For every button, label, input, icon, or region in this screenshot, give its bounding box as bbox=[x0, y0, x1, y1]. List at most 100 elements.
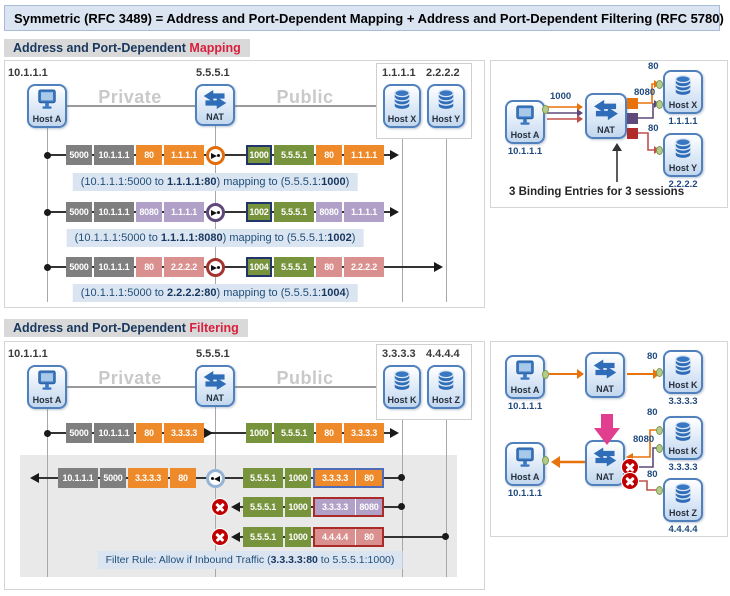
host-k-ip: 3.3.3.3 bbox=[668, 462, 698, 473]
packet-xlate-port: 1000 bbox=[246, 145, 272, 165]
packet-pub-ip: 5.5.5.1 bbox=[243, 497, 283, 517]
host-k-label: Host K bbox=[387, 395, 417, 405]
port-connector bbox=[656, 426, 663, 435]
host-a-label: Host A bbox=[510, 130, 540, 140]
host-k-port2-label: 8080 bbox=[633, 434, 655, 445]
host-y-ip: 2.2.2.2 bbox=[426, 67, 460, 79]
host-x-label: Host X bbox=[668, 100, 698, 110]
host-y-node: Host Y bbox=[427, 84, 465, 128]
filtering-header-highlight: Filtering bbox=[189, 321, 239, 335]
packet-src-port: 5000 bbox=[66, 202, 92, 222]
host-y-port1-label: 80 bbox=[648, 123, 659, 134]
inbound1-delivered-packet: 10.1.1.1 5000 3.3.3.3 80 bbox=[58, 468, 196, 488]
packet-pub-port: 1000 bbox=[285, 527, 311, 547]
host-a-node: Host A bbox=[505, 100, 545, 144]
flow1-translated-packet: 1000 5.5.5.1 80 1.1.1.1 bbox=[246, 145, 384, 165]
database-icon bbox=[673, 135, 693, 163]
port-connector bbox=[542, 456, 549, 465]
inbound2-arrowhead bbox=[231, 502, 240, 512]
x-circle-icon bbox=[212, 499, 228, 515]
packet-src-port: 5000 bbox=[66, 423, 92, 443]
flow2-outbound-packet: 5000 10.1.1.1 8080 1.1.1.1 bbox=[66, 202, 204, 222]
nat-label: NAT bbox=[597, 125, 615, 135]
host-z-ip: 4.4.4.4 bbox=[426, 348, 460, 360]
packet-src-port: 5000 bbox=[66, 145, 92, 165]
packet-dst-ip: 2.2.2.2 bbox=[164, 257, 204, 277]
monitor-icon bbox=[35, 86, 59, 114]
packet-src-ip: 10.1.1.1 bbox=[94, 257, 134, 277]
packet-dst-ip: 3.3.3.3 bbox=[344, 423, 384, 443]
x-circle-icon bbox=[212, 529, 228, 545]
flow3-outbound-packet: 5000 10.1.1.1 80 2.2.2.2 bbox=[66, 257, 204, 277]
host-a-label: Host A bbox=[510, 472, 540, 482]
packet-src-port: 80 bbox=[356, 529, 382, 545]
inbound2-origin-dot bbox=[398, 503, 405, 510]
host-a-node: Host A bbox=[27, 365, 67, 409]
host-x-port1-label: 80 bbox=[648, 61, 659, 72]
packet-dst-port: 8080 bbox=[136, 202, 162, 222]
filtering-section-header: Address and Port-Dependent Filtering bbox=[4, 319, 248, 337]
port-connector bbox=[656, 146, 663, 155]
packet-pub-ip: 5.5.5.1 bbox=[243, 468, 283, 488]
database-icon bbox=[673, 480, 693, 508]
flow2-translated-packet: 1002 5.5.5.1 8080 1.1.1.1 bbox=[246, 202, 384, 222]
host-y-lifeline bbox=[446, 128, 447, 302]
packet-src-ip: 10.1.1.1 bbox=[94, 202, 134, 222]
host-k-lifeline bbox=[402, 409, 403, 577]
binding-entry-red bbox=[627, 128, 638, 139]
host-k-ip: 3.3.3.3 bbox=[668, 396, 698, 407]
x-circle-icon bbox=[622, 459, 638, 475]
port-connector bbox=[542, 370, 549, 379]
host-k-node: Host K bbox=[663, 350, 703, 394]
outbound-arrowhead bbox=[390, 428, 399, 438]
packet-xlate-port: 1002 bbox=[246, 202, 272, 222]
nat-arrows-icon bbox=[202, 86, 228, 112]
public-zone-label: Public bbox=[276, 87, 334, 107]
binding-entry-purple bbox=[627, 113, 638, 124]
flow2-caption: (10.1.1.1:5000 to 1.1.1.1:8080) mapping … bbox=[66, 229, 364, 247]
host-a-label: Host A bbox=[32, 395, 62, 405]
flow1-caption: (10.1.1.1:5000 to 1.1.1.1:80) mapping to… bbox=[72, 173, 358, 191]
host-x-ip: 1.1.1.1 bbox=[668, 116, 698, 127]
host-k-port1-label: 80 bbox=[647, 407, 658, 418]
host-k-label: Host K bbox=[668, 446, 698, 456]
packet-dst-ip: 1.1.1.1 bbox=[164, 202, 204, 222]
nat-node: NAT bbox=[195, 365, 235, 407]
monitor-icon bbox=[513, 102, 537, 130]
nat-node: NAT bbox=[585, 352, 625, 398]
host-a-lifeline bbox=[47, 409, 48, 577]
host-z-label: Host Z bbox=[669, 508, 697, 518]
packet-src-ip: 10.1.1.1 bbox=[94, 145, 134, 165]
host-y-label: Host Y bbox=[668, 163, 698, 173]
host-k-node: Host K bbox=[663, 416, 703, 460]
private-zone-label: Private bbox=[98, 87, 162, 107]
nat-arrows-icon bbox=[592, 442, 618, 472]
host-a-node: Host A bbox=[505, 442, 545, 486]
database-icon bbox=[392, 367, 412, 395]
port-connector bbox=[656, 80, 663, 89]
packet-xlate-ip: 5.5.5.1 bbox=[274, 145, 314, 165]
nat-ip: 5.5.5.1 bbox=[196, 348, 230, 360]
flow1-outbound-packet: 5000 10.1.1.1 80 1.1.1.1 bbox=[66, 145, 204, 165]
packet-xlate-ip: 5.5.5.1 bbox=[274, 202, 314, 222]
flow3-origin-dot bbox=[44, 264, 51, 271]
outbound-translated-packet: 1000 5.5.5.1 80 3.3.3.3 bbox=[246, 423, 384, 443]
packet-src-port: 5000 bbox=[66, 257, 92, 277]
host-a-ip: 10.1.1.1 bbox=[8, 67, 48, 79]
nat-translate-icon bbox=[206, 203, 225, 222]
host-a-node: Host A bbox=[505, 355, 545, 399]
host-x-node: Host X bbox=[383, 84, 421, 128]
packet-dst-port: 80 bbox=[136, 423, 162, 443]
host-z-label: Host Z bbox=[432, 395, 460, 405]
mapping-section-header: Address and Port-Dependent Mapping bbox=[4, 39, 250, 57]
host-a-node: Host A bbox=[27, 84, 67, 128]
nat-node: NAT bbox=[585, 93, 627, 139]
nat-allow-icon bbox=[206, 469, 225, 488]
host-k-node: Host K bbox=[383, 365, 421, 409]
packet-dst-port: 80 bbox=[316, 257, 342, 277]
database-icon bbox=[673, 352, 693, 380]
